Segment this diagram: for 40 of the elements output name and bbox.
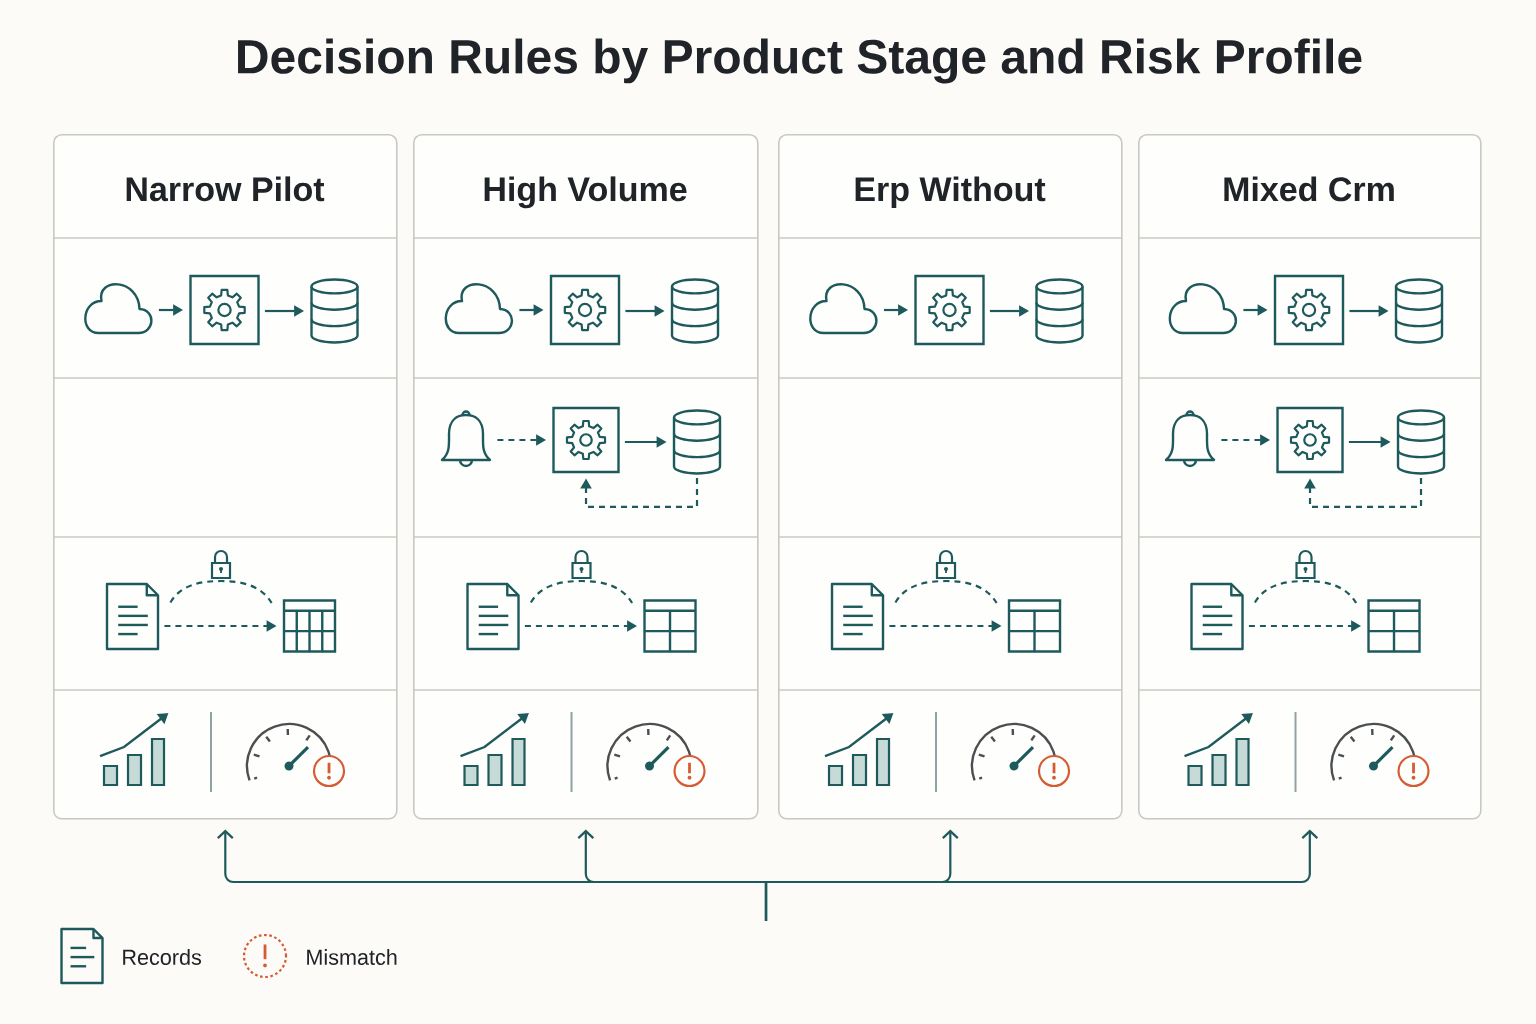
dashed-arc	[894, 579, 998, 604]
branch-arrow	[764, 829, 1319, 921]
loop-arrow	[1304, 477, 1423, 508]
database-icon	[670, 278, 720, 344]
table-icon	[1007, 599, 1062, 653]
table-icon	[1367, 599, 1421, 653]
column-card: Narrow Pilot	[53, 134, 398, 820]
gear-box	[549, 274, 621, 346]
cloud-icon	[1168, 283, 1238, 335]
column-card: Erp Without	[778, 134, 1123, 820]
dashed-arc	[1254, 579, 1358, 604]
gear-box	[914, 274, 985, 346]
table-icon	[643, 599, 697, 653]
legend-label: Records	[123, 949, 202, 965]
cloud-icon	[809, 283, 878, 335]
document-icon	[830, 582, 885, 651]
cloud-icon	[84, 283, 153, 335]
gear-box	[189, 274, 260, 346]
title: Decision Rules by Product Stage and Risk Profile	[238, 38, 1362, 84]
dashed-arc	[169, 579, 273, 604]
column-card: High Volume	[413, 134, 759, 820]
document-icon	[1190, 582, 1244, 651]
database-icon	[1035, 278, 1084, 344]
gear-box	[1276, 406, 1344, 474]
bell-icon	[440, 410, 492, 468]
gear-box	[1273, 274, 1345, 346]
gear-box	[552, 406, 620, 474]
column-card: Mixed Crm	[1138, 134, 1482, 820]
database-icon	[672, 409, 722, 475]
document-icon	[466, 582, 520, 651]
legend-label: Mismatch	[307, 949, 397, 965]
document-icon	[105, 582, 160, 651]
database-icon	[1396, 409, 1446, 475]
table-icon	[282, 599, 337, 653]
database-icon	[310, 278, 359, 344]
dashed-arc	[530, 579, 634, 604]
bell-icon	[1164, 410, 1216, 468]
loop-arrow	[580, 477, 699, 508]
database-icon	[1394, 278, 1444, 344]
cloud-icon	[444, 283, 514, 335]
